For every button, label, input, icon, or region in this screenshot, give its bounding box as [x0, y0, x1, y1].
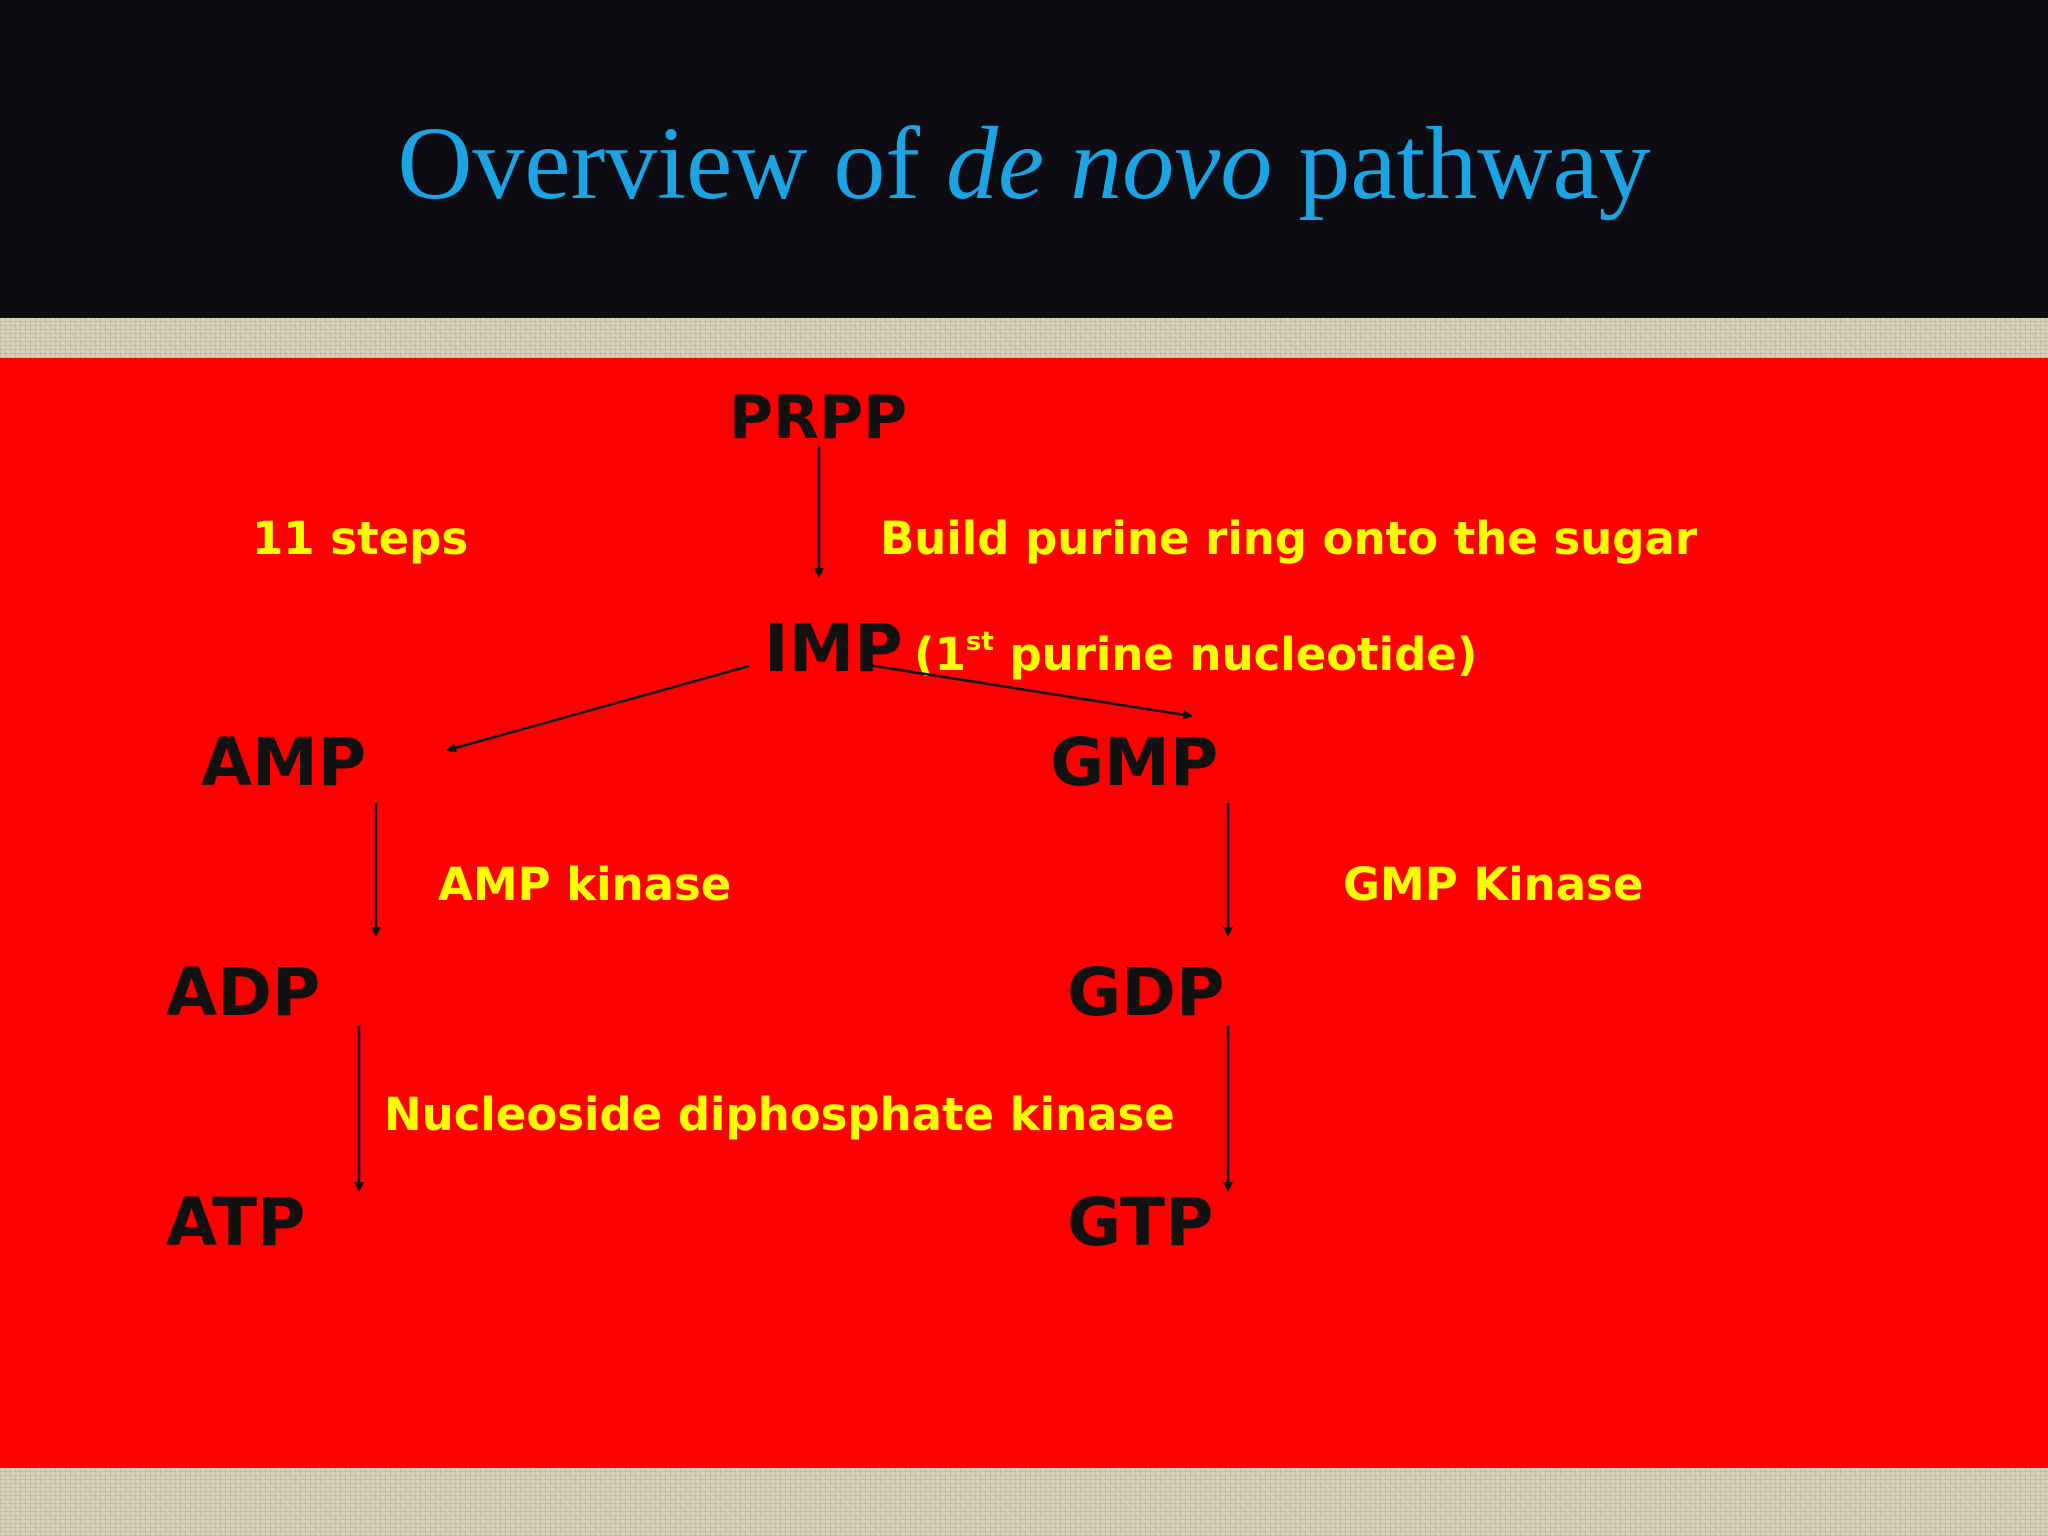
diagram-area: [0, 358, 2048, 1468]
linen-border-bottom: [0, 1468, 2048, 1536]
linen-border-top: [0, 318, 2048, 358]
node-gtp: GTP: [1067, 1184, 1214, 1261]
label-amp-kinase: AMP kinase: [438, 858, 732, 911]
node-amp: AMP: [201, 724, 367, 801]
title-part-1: Overview of: [397, 106, 947, 221]
node-gmp: GMP: [1050, 724, 1219, 801]
label-build-purine-ring: Build purine ring onto the sugar: [880, 512, 1698, 565]
title-part-2: pathway: [1272, 106, 1651, 221]
imp-note-superscript: st: [965, 627, 994, 657]
title-bar: Overview of de novo pathway: [0, 0, 2048, 318]
node-atp: ATP: [166, 1184, 306, 1261]
label-nucleoside-diphosphate-kinase: Nucleoside diphosphate kinase: [384, 1088, 1175, 1141]
slide-title: Overview of de novo pathway: [0, 104, 2048, 224]
node-prpp: PRPP: [729, 383, 908, 453]
label-first-purine-nucleotide: (1st purine nucleotide): [914, 629, 1477, 677]
node-gdp: GDP: [1067, 954, 1225, 1031]
label-gmp-kinase: GMP Kinase: [1343, 858, 1644, 911]
label-11-steps: 11 steps: [252, 512, 469, 565]
node-adp: ADP: [166, 954, 321, 1031]
imp-note-open: (1: [914, 628, 966, 681]
title-italic: de novo: [946, 106, 1273, 221]
node-imp: IMP: [764, 610, 903, 687]
imp-note-rest: purine nucleotide): [993, 628, 1478, 681]
